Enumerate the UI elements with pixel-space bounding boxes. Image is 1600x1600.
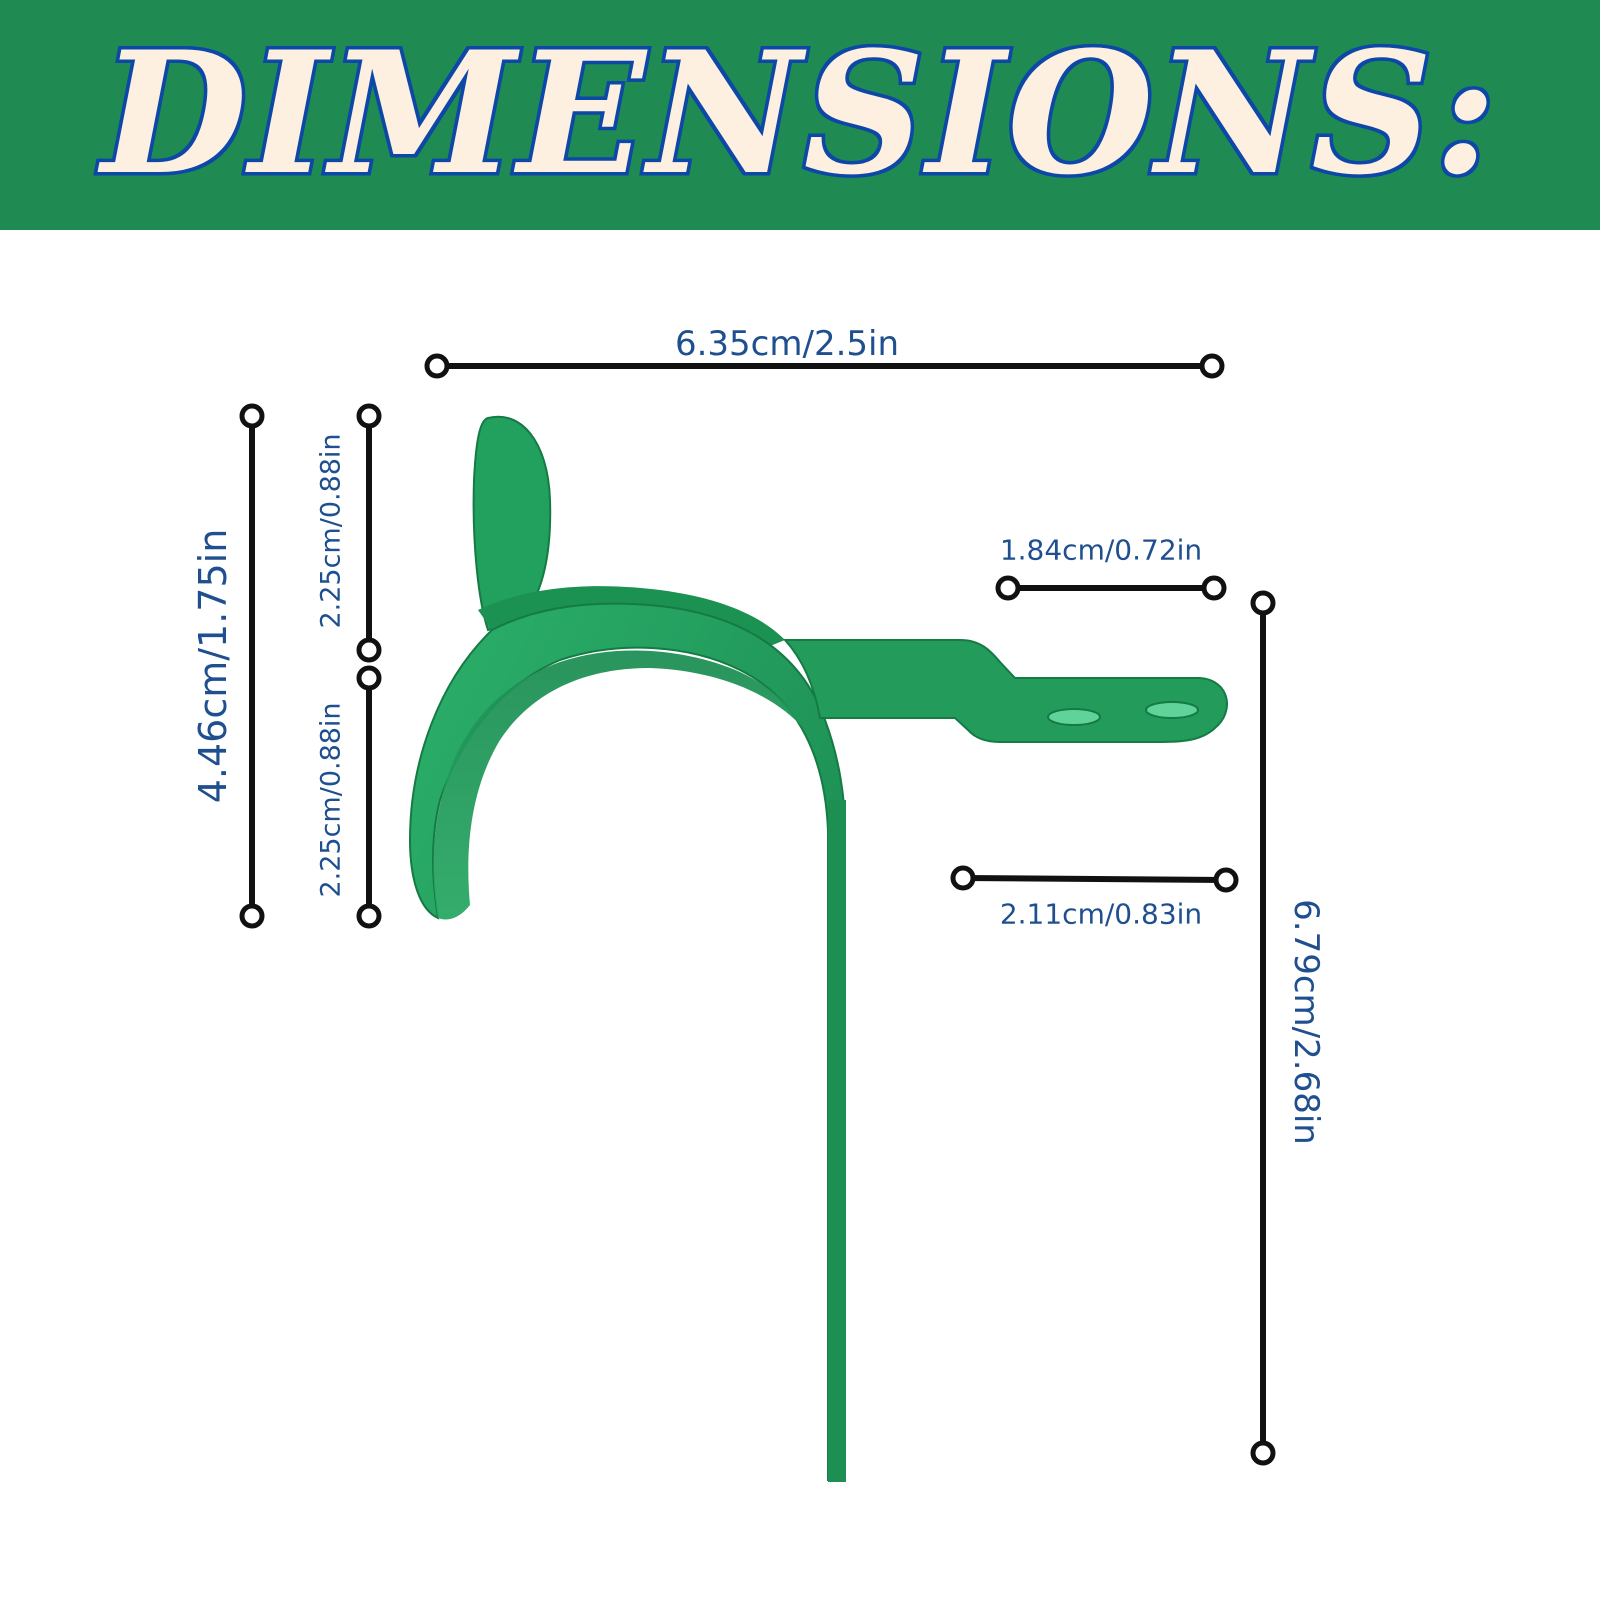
label-tab-length: 1.84cm/0.72in bbox=[999, 533, 1203, 567]
dim-end-top-left bbox=[424, 353, 450, 379]
bracket-saddle bbox=[408, 602, 846, 1481]
label-arm-length: 2.11cm/0.83in bbox=[999, 897, 1203, 931]
dim-end-upper-top bbox=[356, 403, 382, 429]
bracket-hole-1 bbox=[1047, 708, 1101, 726]
dim-end-arm-left bbox=[950, 865, 976, 891]
title-banner bbox=[0, 0, 1600, 230]
bracket-hole-2 bbox=[1145, 701, 1199, 719]
dim-end-arm-right bbox=[1213, 867, 1239, 893]
dim-end-left-bottom bbox=[239, 903, 265, 929]
bracket-rim bbox=[478, 586, 785, 650]
label-upper-segment: 2.25cm/0.88in bbox=[315, 433, 347, 629]
dim-end-top-right bbox=[1199, 353, 1225, 379]
dim-end-tab-right bbox=[1201, 575, 1227, 601]
bracket-stem bbox=[828, 800, 846, 1482]
dim-end-left-top bbox=[239, 403, 265, 429]
dim-end-right-top bbox=[1250, 590, 1276, 616]
label-left-total-height: 4.46cm/1.75in bbox=[191, 528, 235, 804]
page-title: DIMENSIONS: bbox=[98, 14, 1500, 212]
bracket-arm bbox=[782, 639, 1228, 743]
label-lower-segment: 2.25cm/0.88in bbox=[315, 702, 347, 898]
dim-end-upper-bottom bbox=[356, 637, 382, 663]
green-metal-bracket-icon bbox=[408, 415, 1228, 1482]
dim-end-right-bottom bbox=[1250, 1440, 1276, 1466]
dim-end-lower-bottom bbox=[356, 903, 382, 929]
label-top-width: 6.35cm/2.5in bbox=[674, 324, 900, 364]
dim-end-lower-top bbox=[356, 665, 382, 691]
label-right-total-height: 6.79cm/2.68in bbox=[1286, 899, 1326, 1145]
dim-line-arm bbox=[962, 875, 1227, 883]
dim-end-tab-left bbox=[995, 575, 1021, 601]
